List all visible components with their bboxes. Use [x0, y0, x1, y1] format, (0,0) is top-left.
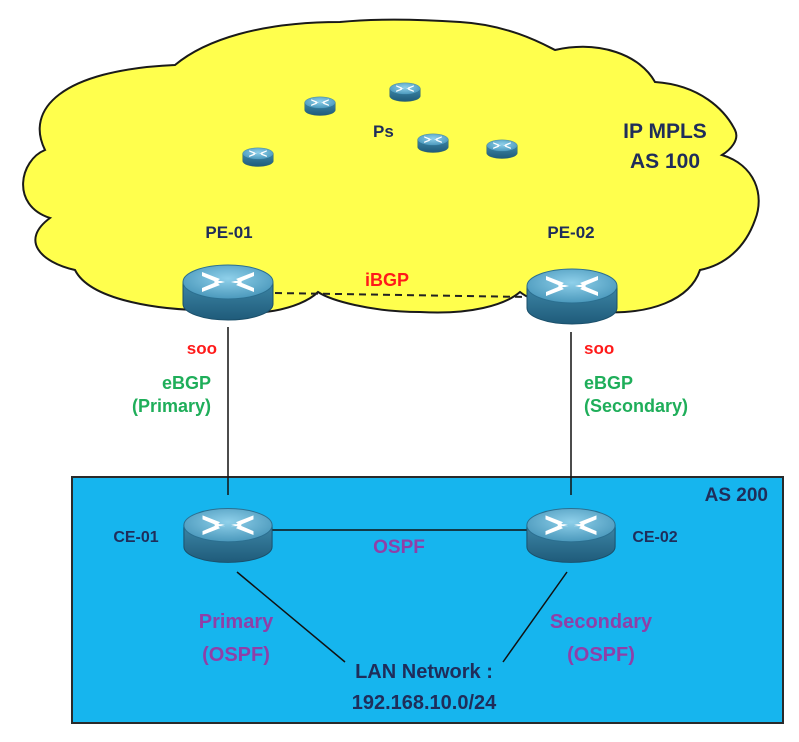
- router-icon: [526, 268, 618, 325]
- primary-lan-link: [236, 571, 346, 663]
- as200-label: AS 200: [705, 485, 768, 506]
- router-icon: [182, 264, 274, 321]
- primary-line1: Primary: [199, 611, 274, 633]
- ibgp-label: iBGP: [365, 270, 409, 290]
- ebgp-primary-line1: eBGP: [162, 373, 211, 393]
- ebgp-secondary-line1: eBGP: [584, 373, 633, 393]
- cloud-title-line1: IP MPLS: [623, 120, 707, 143]
- router-icon: [389, 82, 421, 102]
- secondary-line1: Secondary: [550, 611, 653, 633]
- lan-network-label: LAN Network :: [355, 661, 493, 683]
- soo-right-label: soo: [584, 339, 614, 358]
- router-icon: [183, 508, 273, 563]
- mpls-cloud: [22, 18, 760, 315]
- ce01-label: CE-01: [113, 529, 158, 546]
- pe02-label: PE-02: [547, 223, 594, 242]
- secondary-lan-link: [502, 571, 568, 663]
- ebgp-secondary-line2: (Secondary): [584, 396, 688, 416]
- ce02-label: CE-02: [632, 529, 677, 546]
- router-icon: [304, 96, 336, 116]
- ospf-label: OSPF: [373, 537, 425, 558]
- p-routers-label: Ps: [373, 122, 394, 141]
- primary-line2: (OSPF): [202, 644, 270, 666]
- secondary-line2: (OSPF): [567, 644, 635, 666]
- cloud-title-line2: AS 100: [630, 150, 700, 173]
- pe01-label: PE-01: [205, 223, 252, 242]
- router-icon: [526, 508, 616, 563]
- router-icon: [486, 139, 518, 159]
- ebgp-primary-line2: (Primary): [132, 396, 211, 416]
- as200-box: [71, 476, 784, 724]
- router-icon: [242, 147, 274, 167]
- ibgp-link: [274, 292, 529, 298]
- soo-left-label: soo: [187, 339, 217, 358]
- router-icon: [417, 133, 449, 153]
- lan-subnet-label: 192.168.10.0/24: [352, 692, 497, 714]
